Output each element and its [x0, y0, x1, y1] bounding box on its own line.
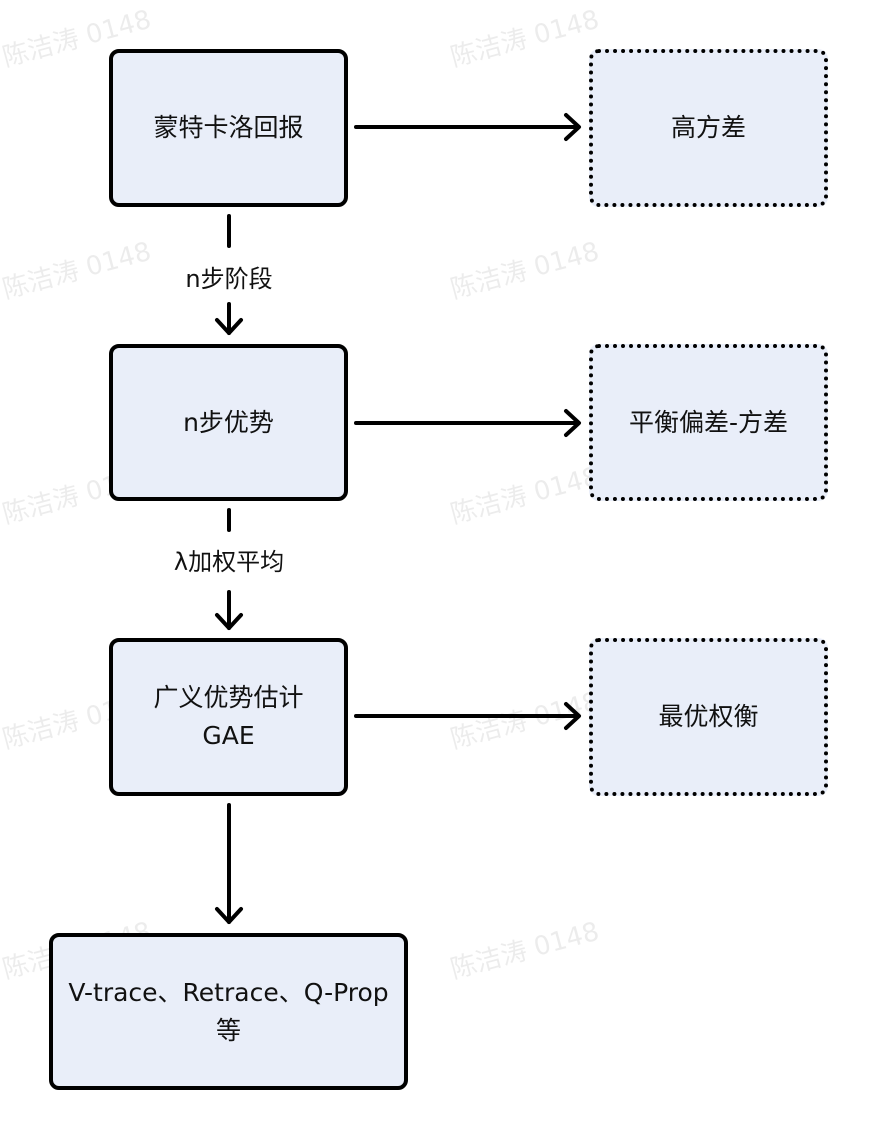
- arrowhead: [215, 907, 243, 924]
- arrowhead: [564, 702, 581, 730]
- arrowhead: [215, 613, 243, 630]
- edge-label-lambda-weighted: λ加权平均: [169, 545, 289, 579]
- arrowhead: [564, 113, 581, 141]
- node-bias-variance-balance: 平衡偏差-方差: [589, 344, 828, 501]
- node-gae: 广义优势估计 GAE: [109, 638, 348, 796]
- node-monte-carlo-return: 蒙特卡洛回报: [109, 49, 348, 207]
- node-other-methods: V-trace、Retrace、Q-Prop 等: [49, 933, 408, 1090]
- node-optimal-tradeoff: 最优权衡: [589, 638, 828, 796]
- node-label: V-trace、Retrace、Q-Prop: [68, 977, 389, 1007]
- arrowhead: [564, 409, 581, 437]
- node-nstep-advantage: n步优势: [109, 344, 348, 501]
- node-high-variance: 高方差: [589, 49, 828, 207]
- node-label: GAE: [202, 721, 255, 750]
- node-label: 蒙特卡洛回报: [153, 113, 304, 142]
- arrowhead: [215, 318, 243, 335]
- node-label: 广义优势估计: [153, 683, 304, 712]
- node-label: 等: [215, 1015, 241, 1045]
- node-label: 最优权衡: [658, 702, 759, 731]
- node-label: 高方差: [670, 113, 746, 142]
- node-label: 平衡偏差-方差: [628, 407, 789, 437]
- edge-label-nstep-stage: n步阶段: [181, 262, 277, 296]
- node-label: n步优势: [183, 407, 274, 437]
